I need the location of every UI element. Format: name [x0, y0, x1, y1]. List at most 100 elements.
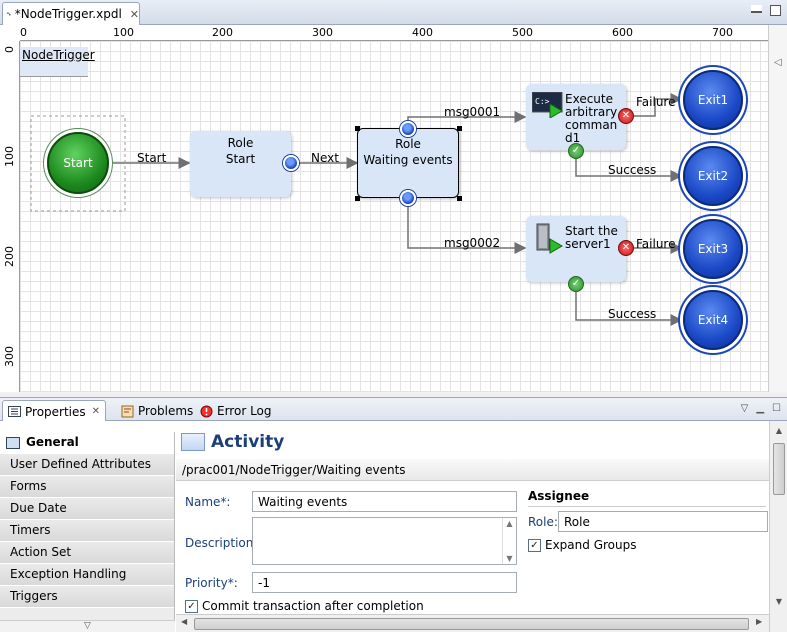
expand-groups-checkbox[interactable]: ✓ Expand Groups [528, 538, 636, 552]
role-start-node[interactable]: Role Start [190, 131, 291, 197]
tab-error-log[interactable]: Error Log [195, 400, 277, 422]
edge-label-msg0002[interactable]: msg0002 [444, 236, 501, 250]
commit-transaction-checkbox[interactable]: ✓ Commit transaction after completion [185, 599, 424, 613]
chevron-up-icon[interactable]: ▲ [775, 426, 783, 435]
edge-label-msg0001[interactable]: msg0001 [444, 105, 501, 119]
activity-title: Activity [211, 432, 285, 452]
activity-icon [181, 433, 205, 451]
description-field[interactable]: ▲ ▼ [252, 517, 517, 565]
horizontal-scrollbar[interactable]: ◀ ▶ [176, 614, 769, 632]
vertical-scrollbar[interactable]: ▲ ▼ [769, 421, 787, 632]
assignee-heading: Assignee [528, 489, 766, 507]
vertical-ruler: 0 100 200 300 [0, 41, 20, 392]
edge-label-next[interactable]: Next [311, 151, 339, 165]
role-start-name: Start [225, 152, 256, 166]
checkbox-checked-icon[interactable]: ✓ [528, 538, 541, 552]
execute-command-node[interactable]: C:>_ Execute arbitrary command1 [526, 84, 626, 150]
chevron-up-icon[interactable]: ▲ [506, 519, 513, 528]
svg-text:C:>_: C:>_ [535, 97, 554, 106]
scrollbar-thumb[interactable] [194, 618, 749, 630]
category-action-set[interactable]: Action Set [0, 542, 174, 564]
priority-field[interactable] [252, 572, 517, 593]
activity-path: /prac001/NodeTrigger/Waiting events [176, 459, 769, 481]
description-scrollbar[interactable]: ▲ ▼ [502, 518, 516, 564]
chevron-down-icon[interactable]: ▼ [506, 554, 513, 563]
view-menu-icon[interactable]: ▽ [740, 403, 749, 414]
priority-label: Priority*: [185, 576, 238, 590]
role-field[interactable] [558, 511, 768, 532]
tab-properties[interactable]: Properties ✕ [2, 400, 107, 422]
edge-label-success1[interactable]: Success [608, 163, 657, 177]
exit4-node[interactable]: Exit4 [683, 290, 743, 350]
waiting-events-node[interactable]: Role Waiting events [357, 128, 459, 198]
ruler-v-label: 300 [3, 346, 16, 367]
checkbox-checked-icon[interactable]: ✓ [185, 599, 198, 613]
category-exception-handling[interactable]: Exception Handling [0, 564, 174, 586]
ruler-v-label: 0 [3, 46, 16, 53]
exit3-label: Exit3 [697, 242, 729, 256]
role-label: Role: [528, 515, 558, 529]
ruler-h-label: 400 [412, 26, 433, 39]
diagram-grid[interactable] [20, 41, 768, 392]
maximize-icon[interactable]: ☐ [772, 403, 781, 414]
start-server-label: Start the server1 [565, 224, 618, 251]
chevron-down-icon[interactable]: ▽ [0, 620, 175, 632]
start-server-node[interactable]: Start the server1 [526, 216, 626, 282]
waiting-bottom-port[interactable] [400, 190, 416, 206]
editor-tab-nodetrigger[interactable]: *NodeTrigger.xpdl ✕ [2, 2, 140, 25]
minimize-icon[interactable] [751, 5, 762, 13]
waiting-top-port[interactable] [400, 121, 416, 137]
selection-handle[interactable] [457, 126, 462, 131]
ruler-v-label: 200 [3, 246, 16, 267]
success-port-icon[interactable]: ✓ [568, 143, 584, 159]
category-triggers[interactable]: Triggers [0, 586, 174, 608]
scrollbar-thumb[interactable] [773, 443, 785, 495]
category-general-label: General [26, 435, 79, 449]
activity-header: Activity [176, 426, 769, 458]
pool-label[interactable]: NodeTrigger [20, 47, 95, 77]
category-general[interactable]: General [0, 432, 174, 454]
category-due-date[interactable]: Due Date [0, 498, 174, 520]
success-port-icon[interactable]: ✓ [568, 276, 584, 292]
edge-label-failure2[interactable]: Failure [636, 237, 676, 251]
exit1-node[interactable]: Exit1 [683, 70, 743, 130]
editor-tab-bar: *NodeTrigger.xpdl ✕ [0, 0, 787, 25]
edge-label-start[interactable]: Start [137, 151, 167, 165]
palette-toggle[interactable]: ◁ [768, 25, 787, 392]
ruler-h-label: 500 [512, 26, 533, 39]
chevron-left-icon[interactable]: ◁ [774, 57, 782, 68]
ruler-h-label: 0 [20, 26, 27, 39]
chevron-left-icon[interactable]: ◀ [181, 617, 188, 626]
selection-handle[interactable] [355, 126, 360, 131]
selection-handle[interactable] [355, 196, 360, 201]
role-start-output-port[interactable] [283, 155, 299, 171]
ruler-h-label: 200 [212, 26, 233, 39]
edge-label-success2[interactable]: Success [608, 307, 657, 321]
exit4-label: Exit4 [697, 313, 729, 327]
maximize-icon[interactable] [770, 5, 781, 16]
edge-label-failure1[interactable]: Failure [636, 95, 676, 109]
exit3-node[interactable]: Exit3 [683, 219, 743, 279]
category-forms[interactable]: Forms [0, 476, 174, 498]
tab-problems[interactable]: Problems [116, 400, 198, 422]
failure-port-icon[interactable]: ✕ [618, 240, 634, 256]
close-icon[interactable]: ✕ [129, 7, 139, 21]
views-window-controls: ▽ ▁ ☐ [741, 403, 781, 414]
terminal-icon: C:>_ [532, 92, 563, 118]
minimize-icon[interactable]: ▁ [756, 403, 765, 414]
failure-port-icon[interactable]: ✕ [618, 108, 634, 124]
selection-handle[interactable] [457, 196, 462, 201]
name-field[interactable] [252, 491, 517, 512]
category-timers[interactable]: Timers [0, 520, 174, 542]
ruler-v-label: 100 [3, 146, 16, 167]
chevron-down-icon[interactable]: ▼ [775, 597, 783, 606]
close-icon[interactable]: ✕ [91, 406, 101, 417]
start-node[interactable]: Start [47, 132, 109, 194]
category-user-defined-attributes[interactable]: User Defined Attributes [0, 454, 174, 476]
ruler-h-label: 300 [312, 26, 333, 39]
exit2-node[interactable]: Exit2 [683, 146, 743, 206]
general-icon [6, 436, 20, 449]
chevron-right-icon[interactable]: ▶ [756, 617, 763, 626]
expand-groups-label: Expand Groups [545, 538, 637, 552]
ruler-h-label: 100 [113, 26, 134, 39]
